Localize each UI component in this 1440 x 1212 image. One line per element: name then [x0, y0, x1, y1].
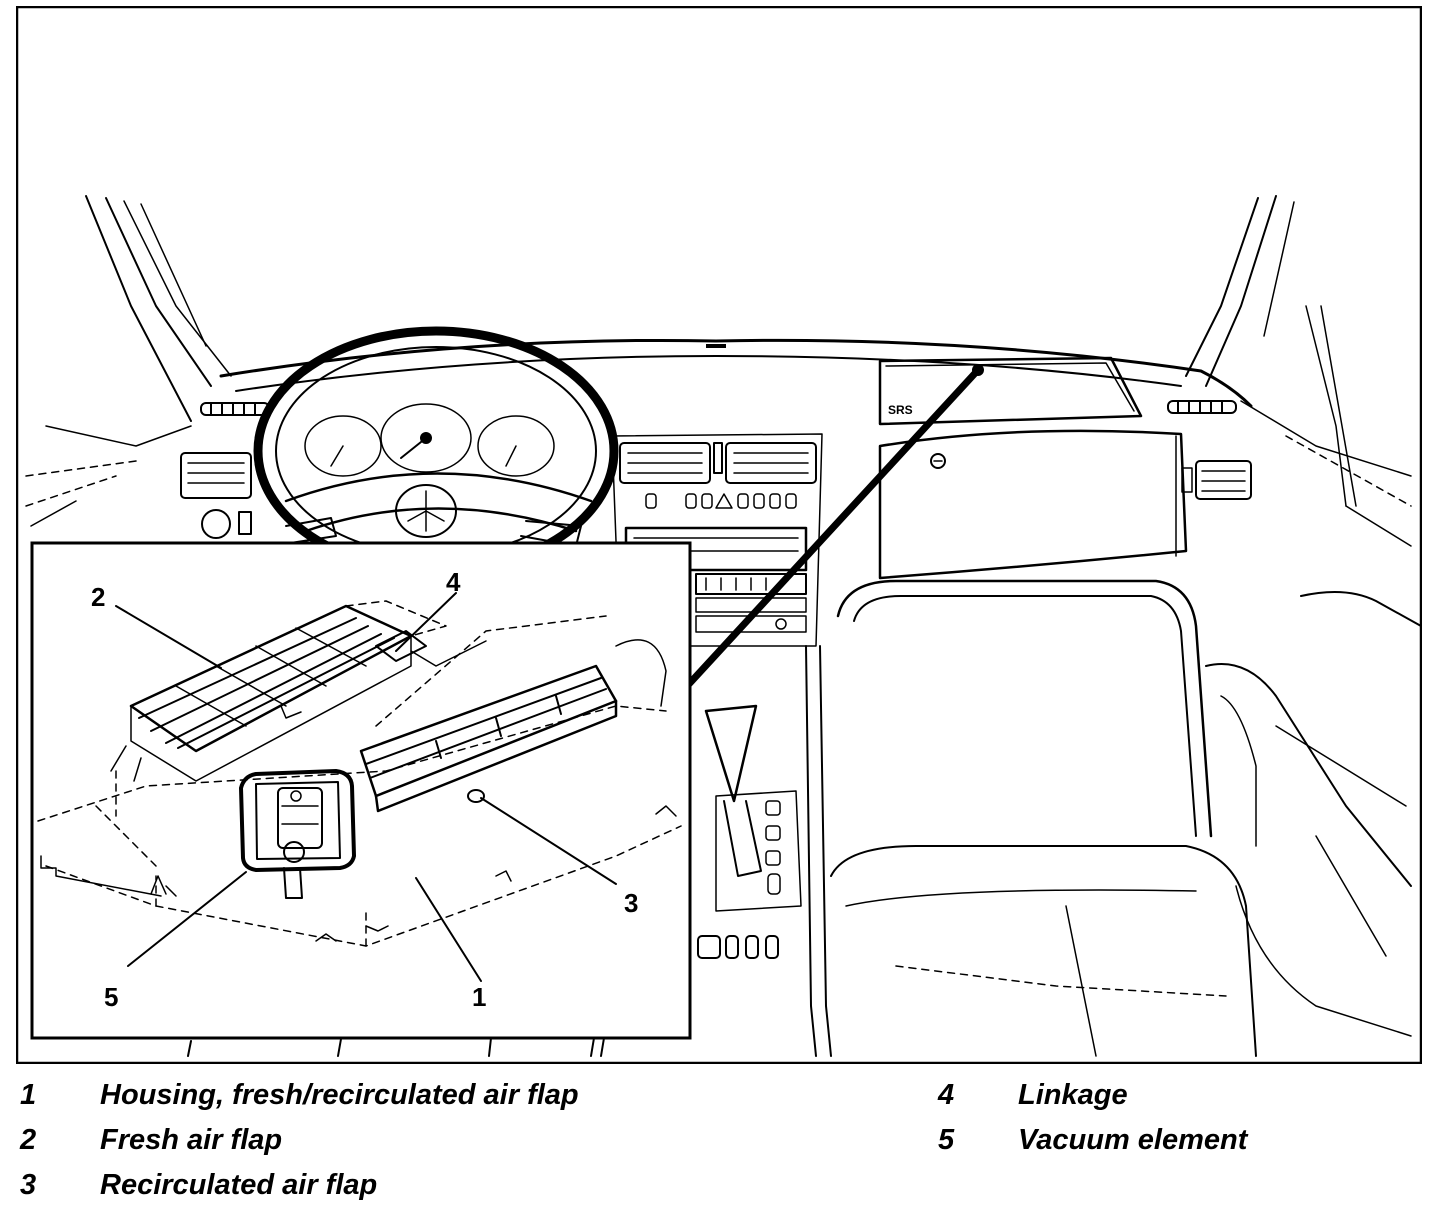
leader-line-3 — [480, 797, 617, 885]
leader-lines — [115, 592, 617, 982]
legend-text: Recirculated air flap — [100, 1169, 378, 1201]
linkage-part — [375, 630, 487, 667]
parts-legend: 1 Housing, fresh/recirculated air flap 2… — [0, 1068, 1440, 1208]
center-vent-right — [725, 442, 817, 484]
left-a-pillar — [25, 195, 232, 527]
right-side-vent — [1167, 400, 1252, 500]
callout-4: 4 — [446, 567, 461, 597]
recirculated-air-flap-part — [359, 639, 667, 813]
legend-number: 1 — [20, 1079, 37, 1111]
gear-shifter — [704, 704, 758, 803]
diagram-svg: SRS — [16, 6, 1422, 1064]
legend-text: Linkage — [1018, 1079, 1128, 1111]
center-console — [611, 433, 832, 1057]
legend-number: 5 — [938, 1124, 955, 1156]
diagram-figure: SRS — [16, 6, 1422, 1064]
legend-text: Fresh air flap — [100, 1124, 283, 1156]
location-pointer-line — [685, 366, 982, 688]
fresh-air-flap-part — [110, 600, 447, 782]
gauge-right — [477, 415, 555, 477]
passenger-seat — [830, 505, 1422, 1057]
leader-line-2 — [115, 605, 222, 669]
callout-1: 1 — [472, 982, 486, 1012]
leader-line-1 — [415, 877, 482, 982]
defrost-vent — [706, 344, 726, 348]
callout-5: 5 — [104, 982, 118, 1012]
callout-2: 2 — [91, 582, 105, 612]
legend-number: 3 — [20, 1169, 37, 1201]
legend-number: 2 — [20, 1124, 37, 1156]
car-interior: SRS — [25, 195, 1422, 1057]
leader-line-5 — [127, 871, 247, 967]
callout-3: 3 — [624, 888, 638, 918]
steering-wheel — [253, 326, 619, 576]
glovebox — [878, 429, 1188, 580]
center-vent-left — [619, 442, 711, 484]
wheel-hub — [395, 484, 457, 538]
right-a-pillar — [1185, 195, 1412, 507]
legend-text: Vacuum element — [1018, 1124, 1248, 1156]
airbag-panel: SRS — [878, 356, 1143, 426]
leader-line-4 — [395, 592, 457, 652]
location-pointer-dot — [972, 364, 984, 376]
legend-text: Housing, fresh/recirculated air flap — [100, 1079, 579, 1111]
gauge-left — [304, 415, 382, 477]
legend-number: 4 — [938, 1079, 955, 1111]
airbag-label: SRS — [888, 403, 913, 417]
vacuum-element-part — [239, 769, 356, 899]
gauge-center — [380, 403, 472, 473]
detail-inset: 2 4 3 1 5 — [30, 541, 692, 1040]
